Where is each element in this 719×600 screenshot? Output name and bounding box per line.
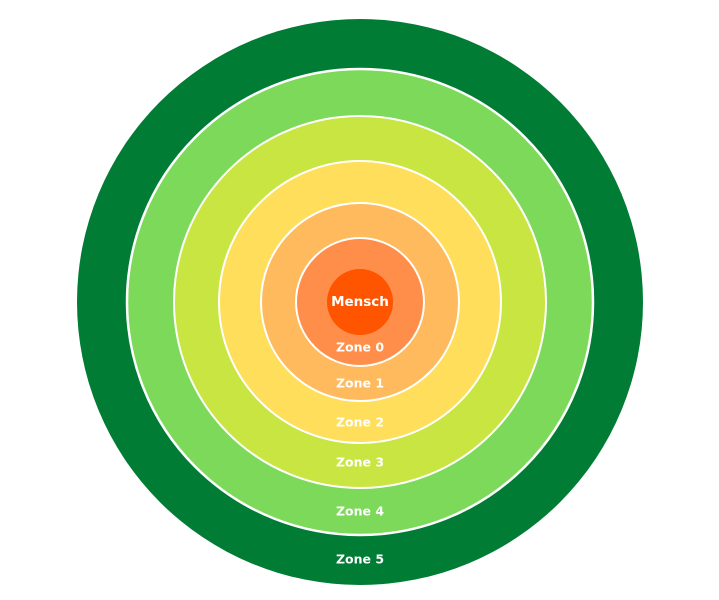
- ring-label-zone-1: Zone 1: [336, 376, 384, 391]
- ring-label-zone-5: Zone 5: [336, 552, 384, 567]
- ring-label-zone-0: Zone 0: [336, 340, 384, 355]
- ring-label-zone-2: Zone 2: [336, 415, 384, 430]
- ring-label-zone-4: Zone 4: [336, 504, 384, 519]
- center-circle: [327, 269, 393, 335]
- ring-label-zone-3: Zone 3: [336, 455, 384, 470]
- center-label: Mensch: [331, 294, 389, 310]
